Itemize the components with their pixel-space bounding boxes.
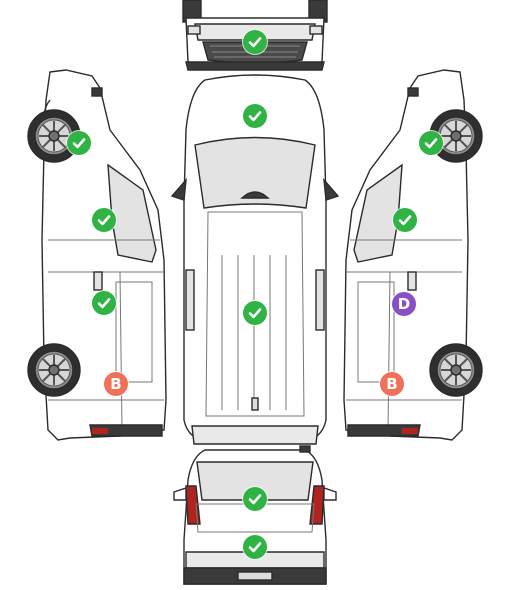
right-side-view <box>343 69 483 441</box>
marker-right-front-wheel[interactable] <box>419 131 443 155</box>
left-side-view <box>27 69 167 441</box>
grade-label: B <box>110 375 122 393</box>
marker-roof[interactable] <box>243 301 267 325</box>
marker-right-rear-quarter[interactable]: B <box>380 372 404 396</box>
check-icon <box>424 138 438 149</box>
marker-hood[interactable] <box>243 104 267 128</box>
marker-rear-window[interactable] <box>243 487 267 511</box>
check-icon <box>248 37 262 48</box>
check-icon <box>248 308 262 319</box>
roof-view <box>170 74 340 445</box>
marker-left-sliding-door[interactable] <box>92 291 116 315</box>
rear-view <box>173 445 337 585</box>
check-icon <box>248 111 262 122</box>
marker-right-sliding-door[interactable]: D <box>392 292 416 316</box>
check-icon <box>248 494 262 505</box>
marker-tailgate[interactable] <box>243 535 267 559</box>
check-icon <box>97 298 111 309</box>
marker-left-front-door[interactable] <box>92 208 116 232</box>
check-icon <box>398 215 412 226</box>
marker-front-bumper[interactable] <box>243 30 267 54</box>
check-icon <box>248 542 262 553</box>
marker-left-rear-quarter[interactable]: B <box>104 372 128 396</box>
check-icon <box>97 215 111 226</box>
marker-left-front-wheel[interactable] <box>67 131 91 155</box>
marker-right-front-door[interactable] <box>393 208 417 232</box>
check-icon <box>72 138 86 149</box>
grade-label: B <box>386 375 398 393</box>
grade-label: D <box>397 295 411 313</box>
